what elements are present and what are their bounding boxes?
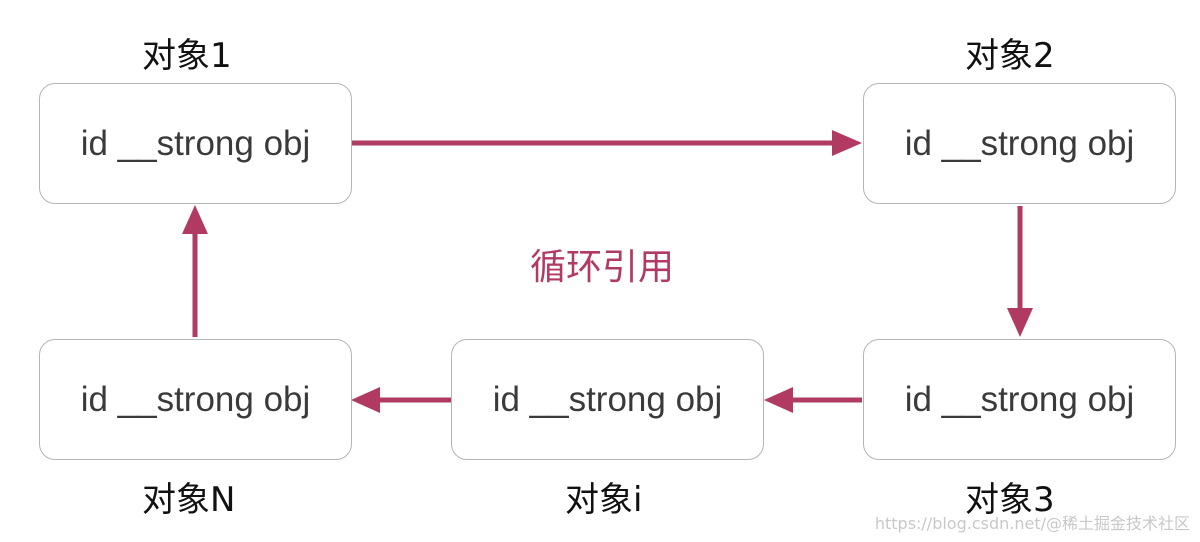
cycle-label: 循环引用 xyxy=(530,247,675,288)
arrow-objn-to-obj1 xyxy=(182,205,208,337)
watermark-text: https://blog.csdn.net/@稀土掘金技术社区 xyxy=(874,514,1190,533)
object-i-title: 对象i xyxy=(565,480,643,520)
arrow-obji-to-objn xyxy=(351,387,451,413)
object-n-field: id __strong obj xyxy=(80,379,311,419)
object-i-field: id __strong obj xyxy=(492,379,723,419)
object-n-box: id __strong obj xyxy=(39,339,352,460)
arrow-obj3-to-obji xyxy=(764,387,862,413)
object-3-box: id __strong obj xyxy=(863,339,1176,460)
object-i-box: id __strong obj xyxy=(451,339,764,460)
object-3-title: 对象3 xyxy=(965,480,1055,520)
arrow-obj2-to-obj3 xyxy=(1007,206,1033,337)
object-1-field: id __strong obj xyxy=(80,123,311,163)
object-n-title: 对象N xyxy=(142,480,236,520)
object-3-field: id __strong obj xyxy=(904,379,1135,419)
object-1-title: 对象1 xyxy=(142,36,232,76)
object-2-box: id __strong obj xyxy=(863,83,1176,204)
arrow-obj1-to-obj2 xyxy=(352,130,862,156)
object-2-title: 对象2 xyxy=(965,36,1055,76)
object-2-field: id __strong obj xyxy=(904,123,1135,163)
object-1-box: id __strong obj xyxy=(39,83,352,204)
